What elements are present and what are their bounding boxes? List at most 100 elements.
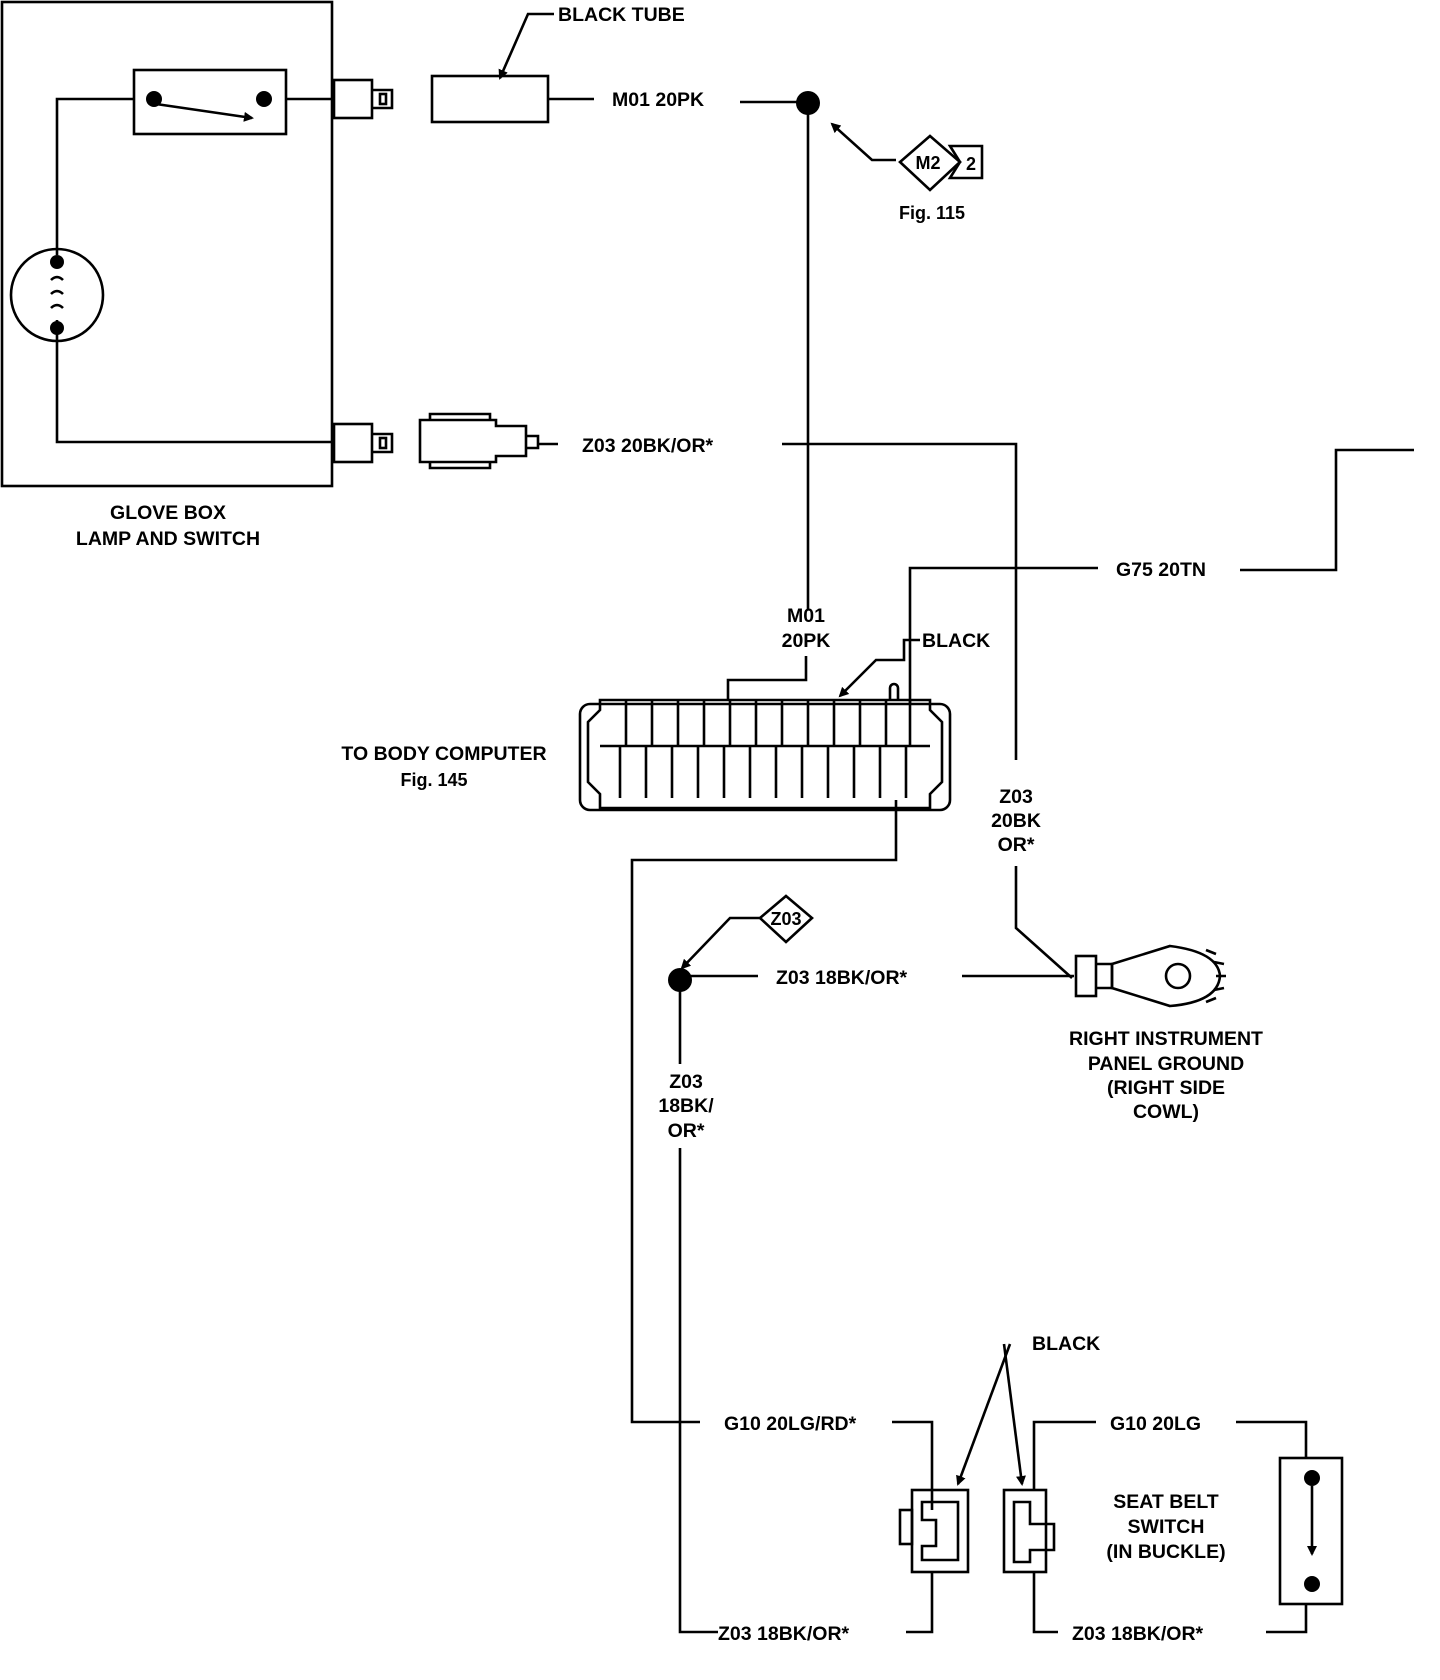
m2-node: M2 2 Fig. 115	[898, 134, 984, 223]
terminal-top-blade	[372, 88, 394, 110]
conn-m-blade	[1012, 1500, 1056, 1564]
switch-arm	[155, 102, 254, 122]
ground-label-1: RIGHT INSTRUMENT	[1069, 1028, 1263, 1050]
connector-latch	[888, 682, 900, 700]
seat-belt-circuit: G10 20LG/RD* BLACK Z03 18BK/OR* G10 20LG…	[718, 1333, 1344, 1645]
lamp-wire-top	[55, 97, 134, 255]
black-tube-connector: BLACK TUBE	[430, 4, 685, 124]
m2-pin: 2	[966, 154, 976, 174]
m01-vert-label-1: M01	[787, 605, 825, 627]
glove-box-lamp-and-switch: GLOVE BOX LAMP AND SWITCH	[0, 0, 394, 550]
z03-node-leader	[680, 916, 760, 970]
ground-label-3: (RIGHT SIDE	[1107, 1077, 1225, 1099]
z03-top-run	[782, 442, 1018, 760]
lamp-wire-bottom	[55, 320, 334, 444]
z03-20bk-or-wire: Z03 20BK/OR* Z03 20BK OR*	[538, 435, 1073, 979]
m01-to-connector	[726, 656, 808, 700]
conn-f-lock	[898, 1508, 914, 1546]
g75-label: G75 20TN	[1116, 559, 1206, 581]
g10-right-to-switch	[1236, 1420, 1308, 1458]
terminal-bottom-male	[332, 422, 374, 464]
conn-f-bottom-wire	[906, 1572, 934, 1634]
z03-vert-label-1: Z03	[999, 786, 1033, 808]
m2-diamond	[898, 134, 962, 192]
conn-m-bottom-wire	[1032, 1572, 1058, 1634]
m01-vert-label-2: 20PK	[782, 630, 831, 652]
m2-leader	[830, 122, 896, 162]
female-terminal-bottom	[418, 412, 540, 470]
z03-vert-label-3: OR*	[998, 834, 1035, 856]
g10-left-label: G10 20LG/RD*	[724, 1413, 857, 1435]
female-terminal-body	[418, 418, 528, 464]
seat-belt-switch-contact-bottom	[1304, 1576, 1320, 1592]
m01-top-label: M01 20PK	[612, 89, 704, 111]
seatbelt-connector-male	[1002, 1488, 1056, 1574]
z03-18-v-label-1: Z03	[669, 1071, 703, 1093]
ground-label-4: COWL)	[1133, 1101, 1199, 1123]
female-terminal-tabs	[428, 412, 492, 470]
black-tube-body	[430, 74, 550, 124]
lamp-terminal-bottom	[50, 321, 64, 335]
z03-diamond	[758, 894, 814, 944]
connector-shell	[586, 698, 944, 810]
seat-belt-switch-contact-top	[1304, 1470, 1320, 1486]
black-tube-label: BLACK TUBE	[558, 4, 685, 26]
ground-teeth	[1205, 948, 1226, 1004]
body-connector-color: BLACK	[922, 630, 990, 652]
m2-label: M2	[915, 153, 940, 173]
seat-belt-label-1: SEAT BELT	[1113, 1491, 1219, 1513]
z03-bottom-right-to-switch	[1266, 1604, 1308, 1634]
lamp-bulb	[9, 247, 105, 343]
glove-box-housing	[0, 0, 334, 488]
conn-m-outer	[1002, 1488, 1048, 1574]
seatbelt-connector-female	[898, 1488, 970, 1574]
connector-outline	[578, 702, 952, 812]
black-leader-left	[956, 1343, 1012, 1486]
z03-18-v-label-2: 18BK/	[658, 1095, 714, 1117]
z03-top-label: Z03 20BK/OR*	[582, 435, 714, 457]
terminal-top-male	[332, 78, 374, 120]
lamp-terminal-top	[50, 255, 64, 269]
body-computer-ref: Fig. 145	[400, 770, 467, 790]
glove-box-switch	[132, 68, 288, 136]
g10-right-label: G10 20LG	[1110, 1413, 1201, 1435]
switch-contact-right	[256, 91, 272, 107]
z03-node: Z03 Z03 18BK/OR* Z03 18BK/ OR*	[658, 894, 1074, 1634]
g10-right-from-connector	[1032, 1420, 1096, 1490]
g10-left-to-connector	[892, 1420, 934, 1510]
g75-left-run	[908, 566, 1098, 704]
terminal-top-tab	[378, 92, 388, 106]
glove-box-label-1: GLOVE BOX	[110, 502, 226, 524]
g10-left-run	[630, 800, 898, 1424]
terminal-bottom-tab	[378, 436, 388, 450]
female-terminal-tip	[526, 434, 540, 450]
z03-18-h-label: Z03 18BK/OR*	[776, 967, 908, 989]
ground-hole	[1164, 962, 1192, 990]
m2-ref: Fig. 115	[899, 203, 965, 223]
seat-belt-label-3: (IN BUCKLE)	[1106, 1541, 1225, 1563]
conn-f-cavity	[920, 1500, 960, 1562]
z03-node-label: Z03	[770, 909, 801, 929]
z03-vert-label-2: 20BK	[991, 810, 1041, 832]
g75-right-run	[1240, 448, 1414, 572]
z03-to-ground	[1014, 866, 1073, 979]
ground-terminal-neck	[1096, 962, 1114, 990]
seat-belt-label-2: SWITCH	[1128, 1516, 1205, 1538]
z03-bottom-right-label: Z03 18BK/OR*	[1072, 1623, 1204, 1645]
seatbelt-connector-color: BLACK	[1032, 1333, 1100, 1355]
terminal-bottom-blade	[372, 432, 394, 454]
seat-belt-switch-box	[1278, 1456, 1344, 1606]
body-computer-connector: M01 20PK BLACK TO BODY COMPUTER Fig. 145	[341, 605, 990, 1424]
body-computer-label: TO BODY COMPUTER	[341, 743, 546, 765]
right-instrument-panel-ground: RIGHT INSTRUMENT PANEL GROUND (RIGHT SID…	[1069, 944, 1263, 1123]
glove-box-label-2: LAMP AND SWITCH	[76, 528, 260, 550]
black-tube-leader	[498, 12, 554, 80]
body-connector-leader	[838, 638, 920, 698]
z03-bottom-left-label: Z03 18BK/OR*	[718, 1623, 850, 1645]
ground-label-2: PANEL GROUND	[1088, 1053, 1244, 1075]
z03-18-vert-bottom	[678, 1148, 718, 1634]
lamp-filament	[50, 275, 64, 309]
connector-cavities	[618, 700, 912, 798]
black-leader-right	[1002, 1343, 1026, 1486]
